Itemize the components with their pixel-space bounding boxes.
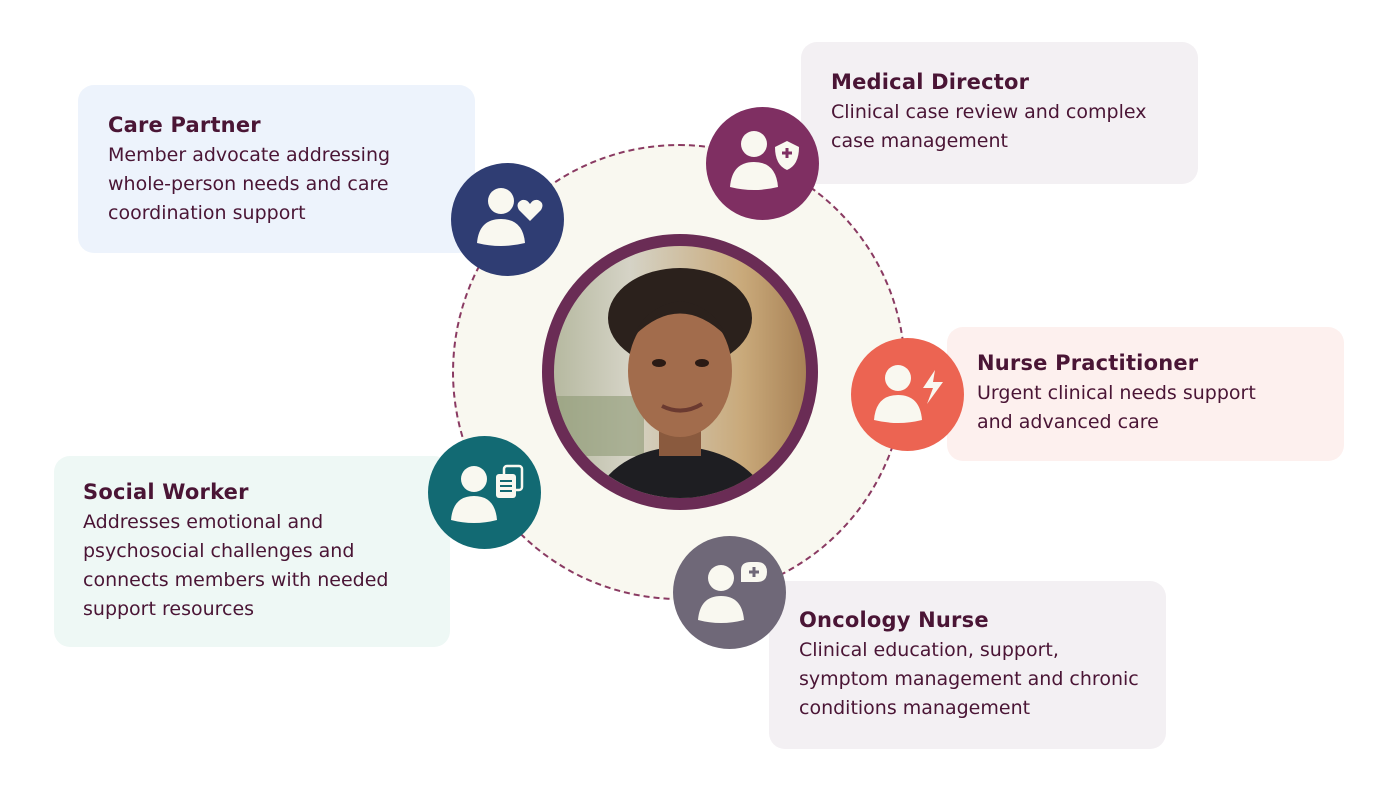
card-title: Oncology Nurse — [799, 608, 989, 632]
card-title: Medical Director — [831, 70, 1030, 94]
card-social-worker: Social Worker Addresses emotional and ps… — [54, 456, 450, 647]
card-title: Social Worker — [83, 480, 249, 504]
card-description: Addresses emotional and psychosocial cha… — [83, 511, 389, 620]
card-medical-director: Medical Director Clinical case review an… — [801, 42, 1198, 184]
card-description: Urgent clinical needs support and advanc… — [977, 382, 1256, 433]
member-photo — [542, 234, 818, 510]
person-heart-icon — [451, 163, 564, 276]
person-shield-icon — [706, 107, 819, 220]
person-documents-icon — [428, 436, 541, 549]
card-oncology-nurse: Oncology Nurse Clinical education, suppo… — [769, 581, 1166, 749]
person-lightning-icon — [851, 338, 964, 451]
card-title: Nurse Practitioner — [977, 351, 1199, 375]
card-description: Member advocate addressing whole-person … — [108, 144, 391, 224]
card-description: Clinical case review and complex case ma… — [831, 101, 1147, 152]
card-description: Clinical education, support, symptom man… — [799, 639, 1139, 719]
card-nurse-practitioner: Nurse Practitioner Urgent clinical needs… — [947, 327, 1344, 461]
card-title: Care Partner — [108, 113, 261, 137]
person-chat-plus-icon — [673, 536, 786, 649]
card-care-partner: Care Partner Member advocate addressing … — [78, 85, 475, 253]
